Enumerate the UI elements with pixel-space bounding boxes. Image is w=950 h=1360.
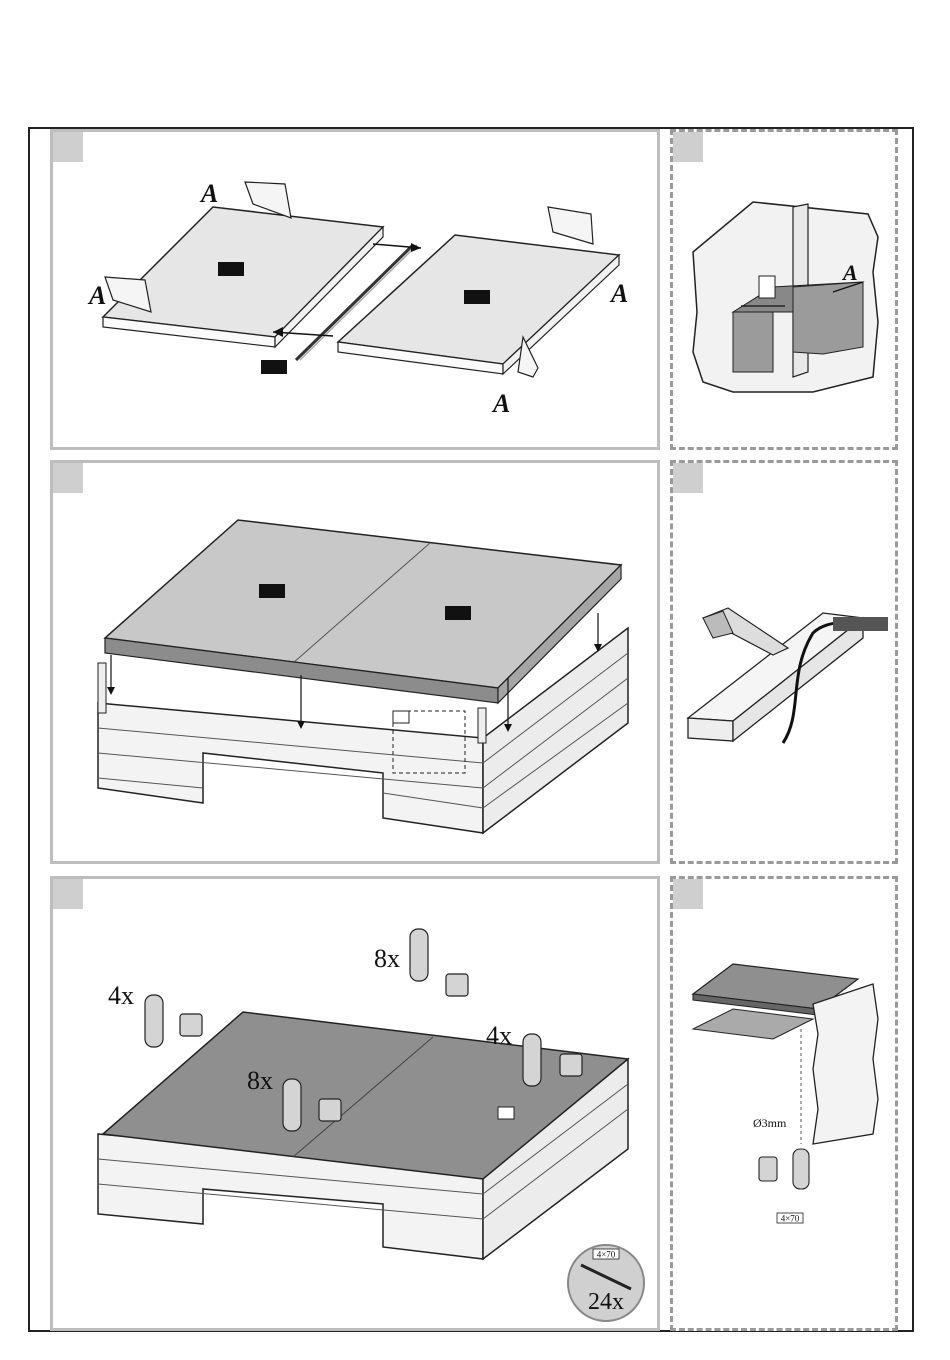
- quantity-label: 8x: [374, 944, 400, 973]
- quantity-label: 4x: [486, 1021, 512, 1050]
- marker-a-label: A: [841, 260, 858, 285]
- marker-a-label: A: [87, 281, 106, 310]
- marker-a-label: A: [609, 279, 628, 308]
- detail-panel-1: A: [670, 129, 898, 450]
- detail-panel-2: [670, 460, 898, 864]
- detail-panel-3: Ø3mm 4×70: [670, 876, 898, 1331]
- screw-size-label: 4×70: [597, 1250, 616, 1260]
- step-panel-3: 4x 8x 4x 8x 4×70 24x: [50, 876, 660, 1331]
- corner-detail-illustration: A: [673, 132, 895, 447]
- screw-size-label: 4×70: [781, 1214, 800, 1224]
- screw-count-label: 24x: [588, 1289, 624, 1315]
- marker-a-label: A: [199, 179, 218, 208]
- step-panel-2: [50, 460, 660, 864]
- drill-diameter-label: Ø3mm: [753, 1116, 787, 1130]
- floor-panels-illustration: A A A A: [53, 132, 657, 447]
- saw-detail-illustration: [673, 463, 895, 861]
- drilling-detail-illustration: Ø3mm 4×70: [673, 879, 895, 1328]
- marker-a-label: A: [491, 389, 510, 418]
- roof-screwing-illustration: 4x 8x 4x 8x 4×70 24x: [53, 879, 657, 1328]
- quantity-label: 8x: [247, 1066, 273, 1095]
- quantity-label: 4x: [108, 981, 134, 1010]
- roof-placement-illustration: [53, 463, 657, 861]
- step-panel-1: A A A A: [50, 129, 660, 450]
